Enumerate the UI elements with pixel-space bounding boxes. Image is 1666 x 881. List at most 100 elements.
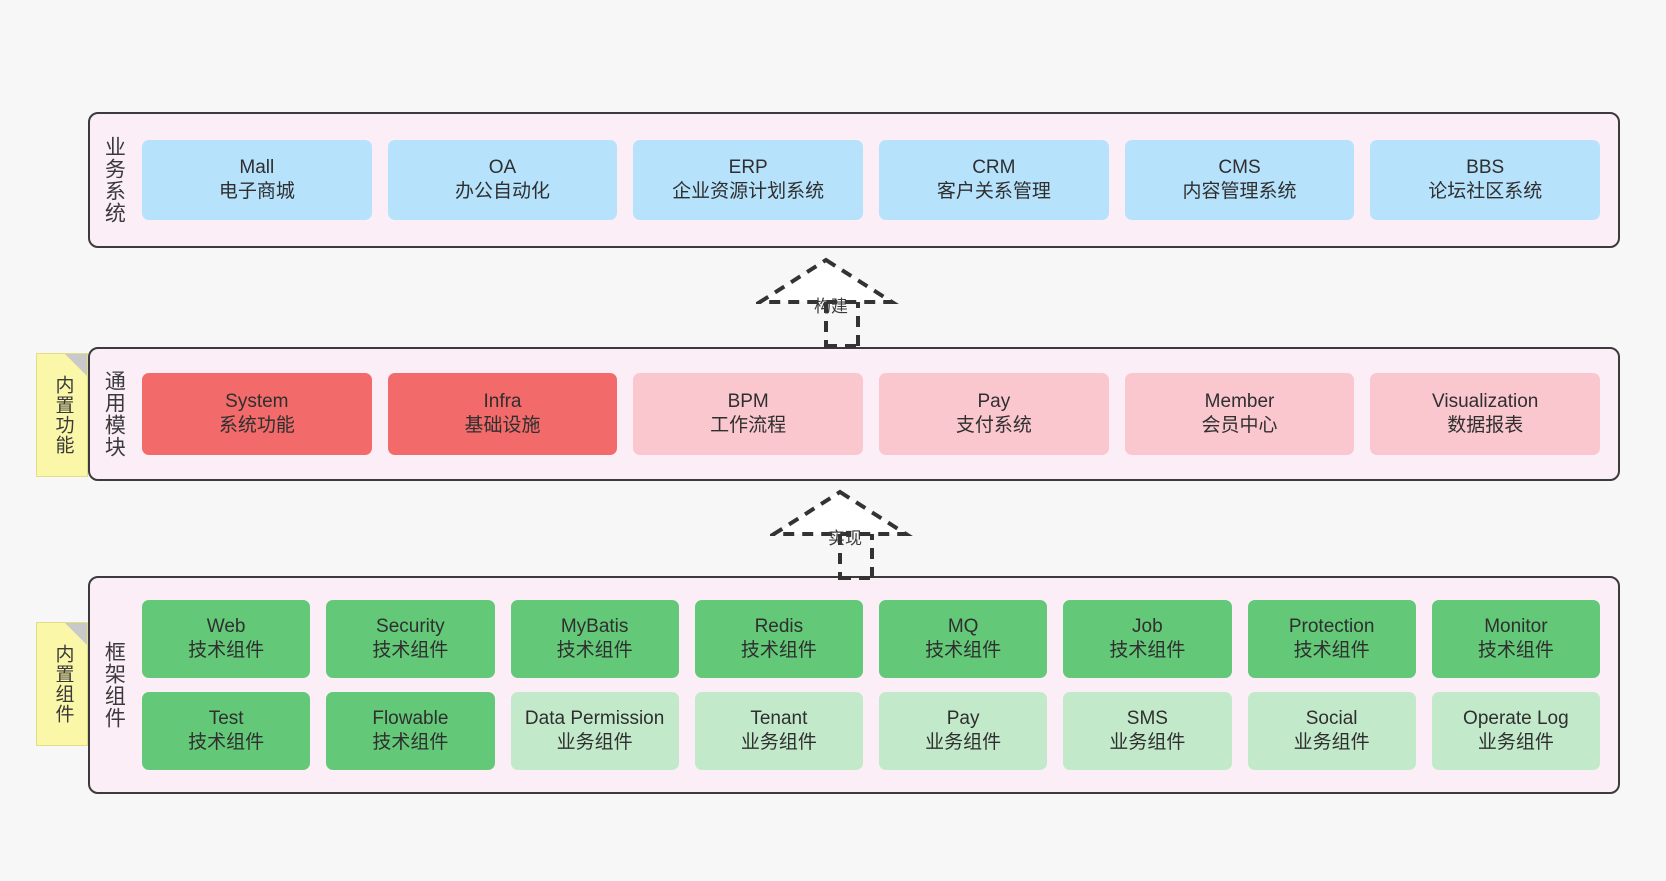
box-title: Social [1305,707,1358,729]
box-title: Member [1204,390,1275,412]
box-web[interactable]: Web 技术组件 [142,600,311,678]
box-title: Infra [483,390,522,412]
note-fold-icon [65,354,87,376]
box-subtitle: 业务组件 [1109,732,1186,753]
box-subtitle: 数据报表 [1447,415,1524,436]
box-subtitle: 技术组件 [188,732,265,753]
box-subtitle: 业务组件 [556,732,633,753]
layer-body-framework-components: Web 技术组件 Security 技术组件 MyBatis 技术组件 Redi… [136,578,1618,792]
box-oa[interactable]: OA 办公自动化 [387,140,618,220]
box-title: Operate Log [1463,707,1569,729]
box-title: Web [206,615,246,637]
box-title: Pay [946,707,980,729]
box-subtitle: 业务组件 [740,732,817,753]
box-subtitle: 客户关系管理 [936,181,1051,202]
box-title: OA [488,156,517,178]
box-job[interactable]: Job 技术组件 [1063,600,1232,678]
connector-implement-arrow [767,489,913,580]
box-monitor[interactable]: Monitor 技术组件 [1431,600,1600,678]
box-subtitle: 系统功能 [218,415,295,436]
box-data-permission[interactable]: Data Permission 业务组件 [510,692,679,770]
note-fold-icon [65,623,87,645]
box-subtitle: 技术组件 [925,640,1002,661]
box-infra[interactable]: Infra 基础设施 [387,373,618,455]
layer-body-common-modules: System 系统功能 Infra 基础设施 BPM 工作流程 Pay 支付系统… [136,349,1618,479]
box-title: Tenant [750,707,808,729]
box-sms[interactable]: SMS 业务组件 [1063,692,1232,770]
box-subtitle: 论坛社区系统 [1428,181,1543,202]
box-subtitle: 业务组件 [925,732,1002,753]
box-test[interactable]: Test 技术组件 [142,692,311,770]
layer-common-modules: 通用模块 System 系统功能 Infra 基础设施 BPM 工作流程 Pay… [88,347,1620,481]
box-pay-component[interactable]: Pay 业务组件 [879,692,1048,770]
box-title: Data Permission [524,707,665,729]
box-crm[interactable]: CRM 客户关系管理 [879,140,1109,220]
box-subtitle: 技术组件 [1293,640,1370,661]
box-title: MQ [947,615,979,637]
box-title: Job [1132,615,1163,637]
box-subtitle: 业务组件 [1293,732,1370,753]
box-redis[interactable]: Redis 技术组件 [694,600,863,678]
box-protection[interactable]: Protection 技术组件 [1247,600,1416,678]
box-title: System [225,390,289,412]
box-title: Visualization [1432,390,1539,412]
box-title: Test [208,707,244,729]
box-tenant[interactable]: Tenant 业务组件 [694,692,863,770]
layer-business-systems: 业务系统 Mall 电子商城 OA 办公自动化 ERP 企业资源计划系统 CRM… [88,112,1620,248]
box-bbs[interactable]: BBS 论坛社区系统 [1370,140,1601,220]
box-system[interactable]: System 系统功能 [142,373,372,455]
box-subtitle: 技术组件 [740,640,817,661]
box-title: Monitor [1484,615,1548,637]
box-row: Mall 电子商城 OA 办公自动化 ERP 企业资源计划系统 CRM 客户关系… [142,140,1601,220]
box-title: Protection [1288,615,1375,637]
box-subtitle: 工作流程 [710,415,787,436]
box-title: BBS [1466,156,1505,178]
connector-build-arrow [753,257,899,348]
box-title: Mall [239,156,275,178]
box-bpm[interactable]: BPM 工作流程 [633,373,864,455]
box-row: Web 技术组件 Security 技术组件 MyBatis 技术组件 Redi… [142,600,1600,678]
box-subtitle: 电子商城 [218,181,295,202]
box-subtitle: 内容管理系统 [1182,181,1297,202]
box-row: System 系统功能 Infra 基础设施 BPM 工作流程 Pay 支付系统… [142,373,1601,455]
box-title: Security [376,615,445,637]
box-subtitle: 基础设施 [464,415,541,436]
box-title: Flowable [372,707,449,729]
box-operate-log[interactable]: Operate Log 业务组件 [1431,692,1600,770]
box-social[interactable]: Social 业务组件 [1247,692,1416,770]
box-subtitle: 技术组件 [188,640,265,661]
layer-title-business-systems: 业务系统 [102,136,126,224]
box-subtitle: 企业资源计划系统 [672,181,825,202]
box-title: Pay [977,390,1011,412]
box-title: Redis [754,615,804,637]
box-title: CRM [972,156,1016,178]
box-subtitle: 技术组件 [556,640,633,661]
note-label: 内置功能 [52,375,74,455]
box-title: ERP [728,156,768,178]
box-subtitle: 技术组件 [1109,640,1186,661]
box-title: SMS [1126,707,1168,729]
box-title: MyBatis [560,615,629,637]
box-visualization[interactable]: Visualization 数据报表 [1370,373,1601,455]
box-flowable[interactable]: Flowable 技术组件 [326,692,495,770]
box-cms[interactable]: CMS 内容管理系统 [1124,140,1355,220]
box-subtitle: 技术组件 [372,732,449,753]
layer-title-framework-components: 框架组件 [102,641,126,729]
box-row: Test 技术组件 Flowable 技术组件 Data Permission … [142,692,1600,770]
box-subtitle: 技术组件 [1477,640,1554,661]
box-mq[interactable]: MQ 技术组件 [879,600,1048,678]
box-subtitle: 技术组件 [372,640,449,661]
box-subtitle: 会员中心 [1201,415,1278,436]
box-member[interactable]: Member 会员中心 [1124,373,1355,455]
connector-implement: 实现 [767,488,920,580]
note-builtin-components: 内置组件 [36,622,88,746]
box-subtitle: 支付系统 [955,415,1032,436]
box-mall[interactable]: Mall 电子商城 [142,140,372,220]
box-subtitle: 办公自动化 [455,181,551,202]
box-mybatis[interactable]: MyBatis 技术组件 [510,600,679,678]
box-pay[interactable]: Pay 支付系统 [879,373,1109,455]
box-security[interactable]: Security 技术组件 [326,600,495,678]
connector-build-label: 构建 [814,297,848,316]
box-erp[interactable]: ERP 企业资源计划系统 [633,140,864,220]
